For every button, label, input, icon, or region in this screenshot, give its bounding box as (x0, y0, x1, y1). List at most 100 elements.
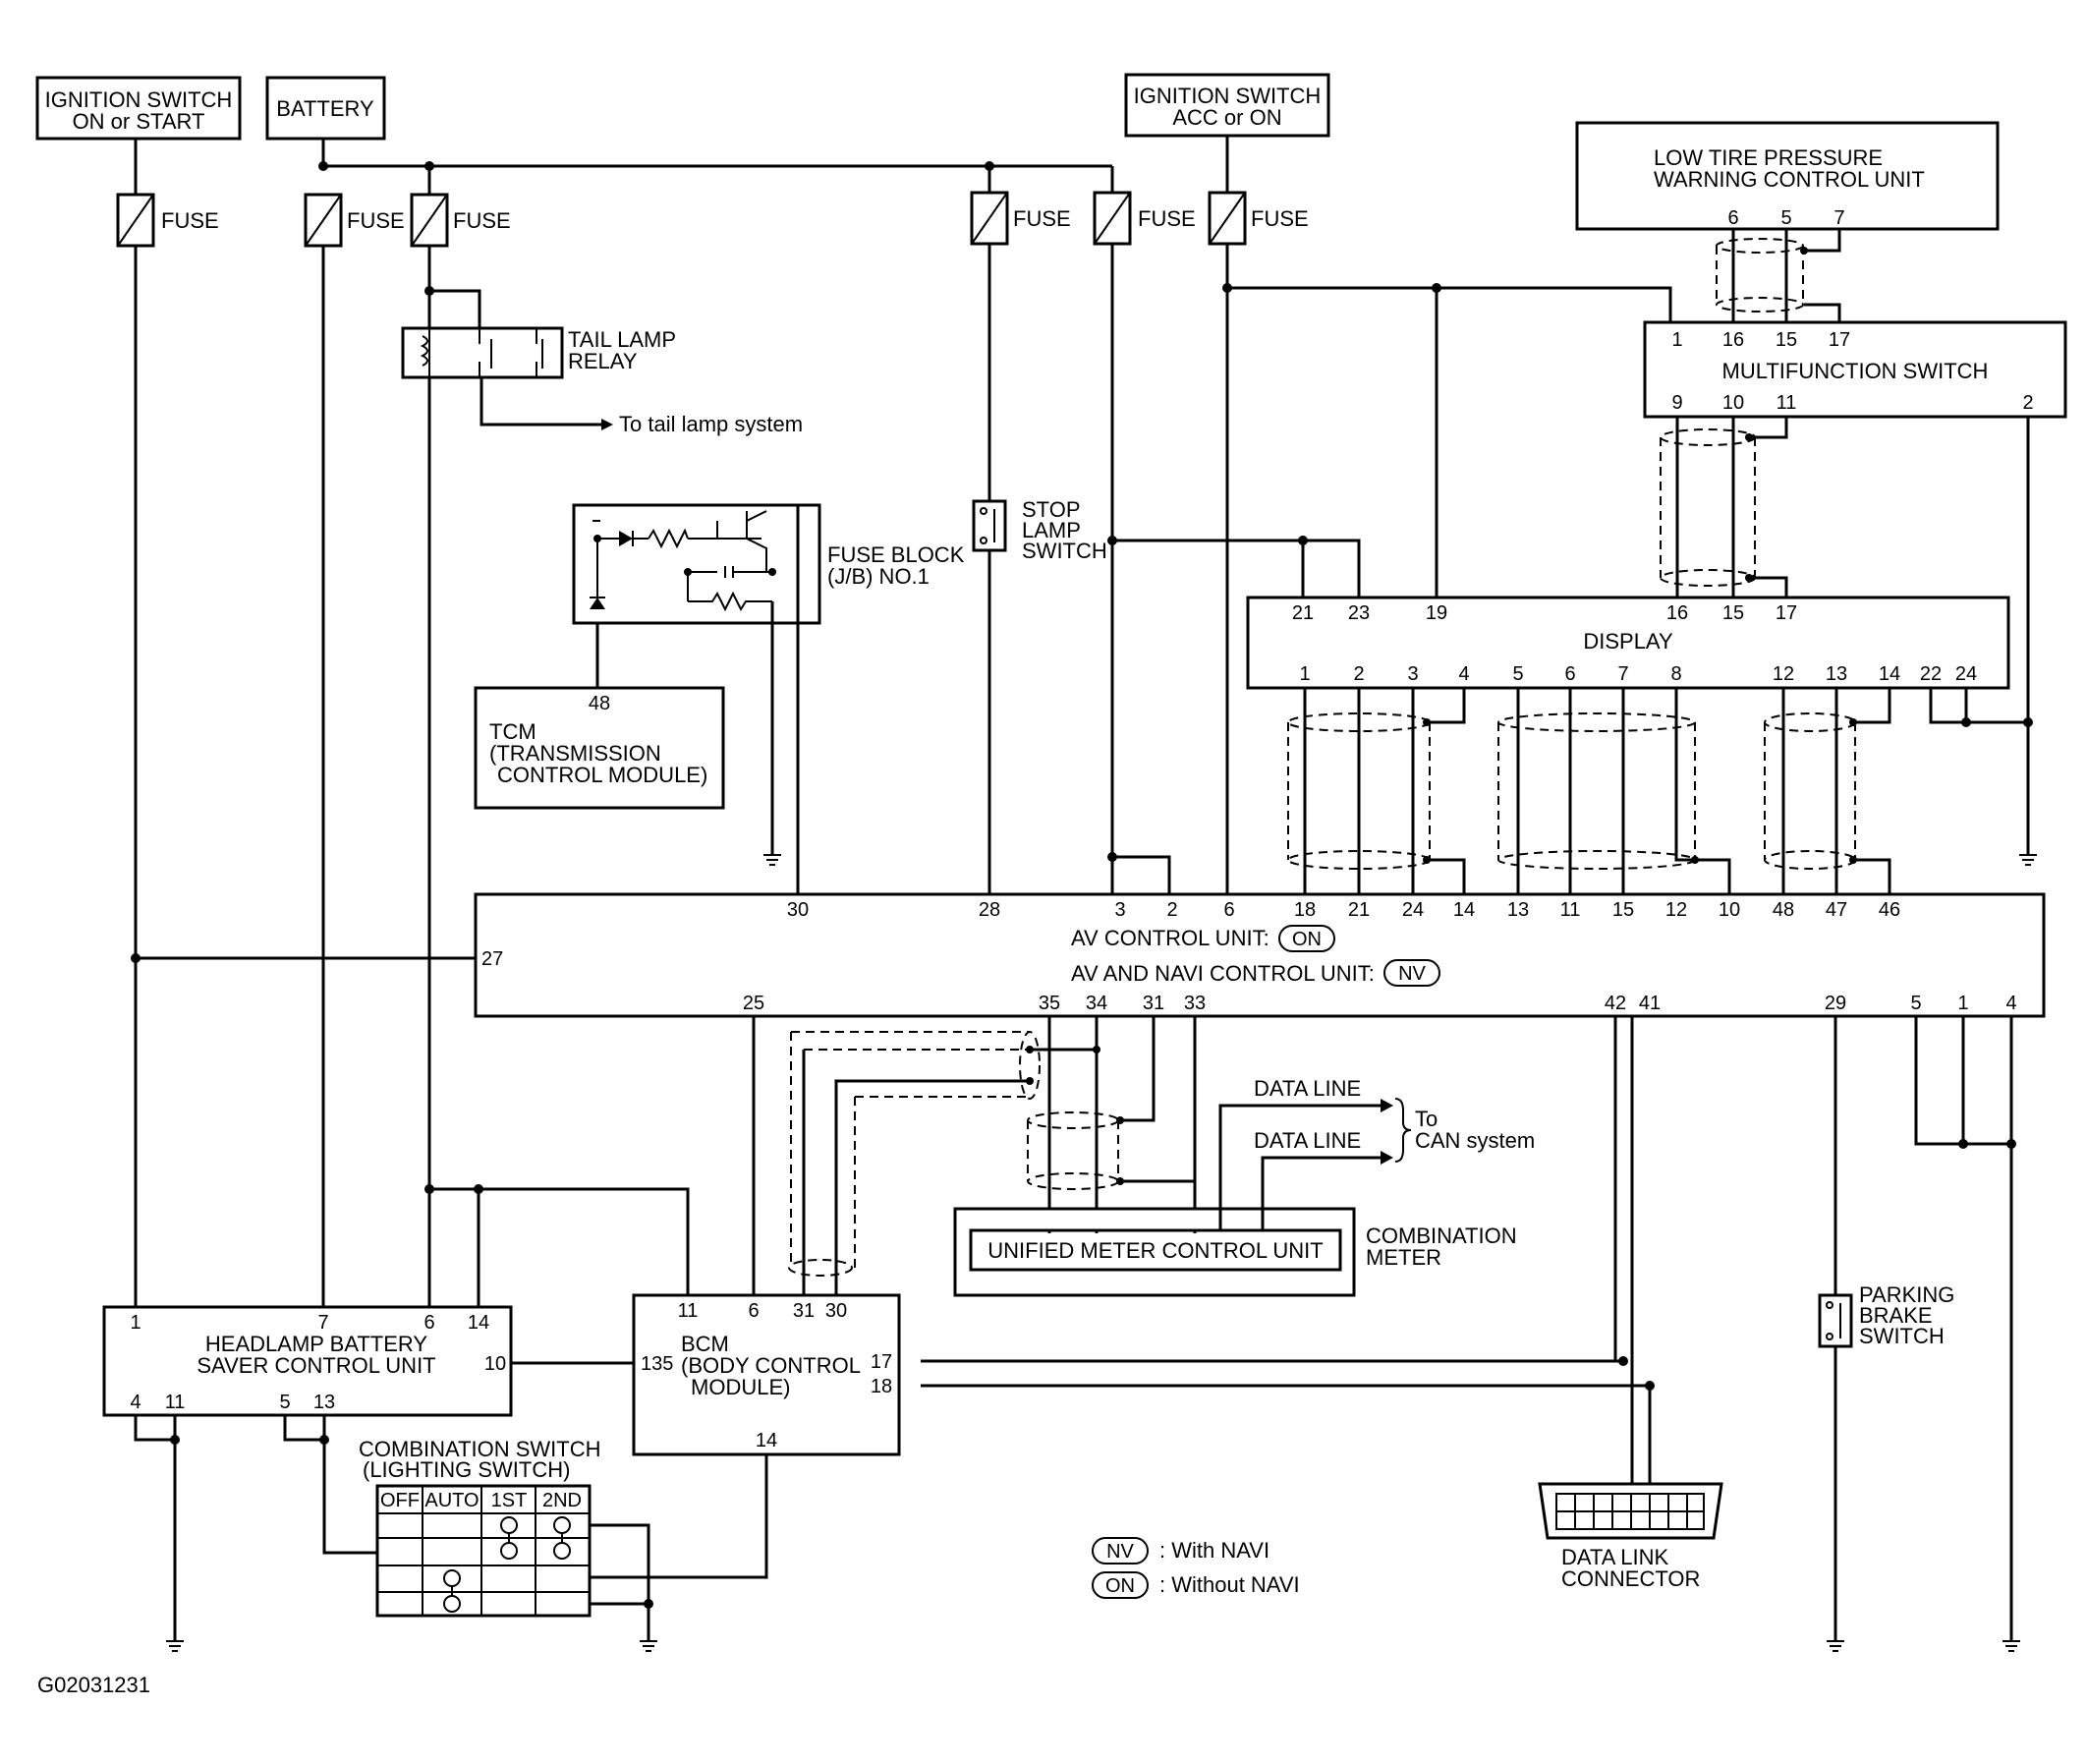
svg-text:ON or START: ON or START (73, 109, 205, 134)
svg-text:6: 6 (1727, 207, 1738, 229)
svg-text:12: 12 (1773, 663, 1794, 685)
svg-text:33: 33 (1184, 993, 1206, 1014)
svg-text:1: 1 (1957, 993, 1968, 1014)
tail-lamp-relay: TAIL LAMP RELAY (401, 326, 676, 379)
svg-text:6: 6 (748, 1300, 759, 1322)
svg-text:13: 13 (313, 1392, 335, 1413)
svg-text:11: 11 (165, 1392, 186, 1413)
svg-text:6: 6 (1564, 663, 1575, 685)
svg-text:WARNING CONTROL UNIT: WARNING CONTROL UNIT (1654, 167, 1925, 192)
svg-text:16: 16 (1666, 602, 1688, 624)
svg-text:10: 10 (484, 1353, 506, 1375)
data-line-label-1: DATA LINE (1254, 1076, 1361, 1101)
low-tire-pressure-unit: LOW TIRE PRESSURE WARNING CONTROL UNIT 6… (1575, 121, 2000, 231)
svg-text:48: 48 (589, 693, 610, 714)
svg-text:NV: NV (1106, 1541, 1134, 1563)
svg-text:29: 29 (1825, 993, 1846, 1014)
tcm: 48 TCM (TRANSMISSION CONTROL MODULE) (474, 686, 725, 810)
svg-text:22: 22 (1920, 663, 1942, 685)
svg-text:STOP: STOP (1022, 497, 1081, 522)
svg-text:LOW TIRE PRESSURE: LOW TIRE PRESSURE (1654, 145, 1883, 170)
svg-text:2: 2 (2022, 392, 2033, 414)
svg-text:35: 35 (1039, 993, 1060, 1014)
svg-text:BRAKE: BRAKE (1859, 1303, 1933, 1328)
svg-text:5: 5 (1780, 207, 1791, 229)
svg-text:COMBINATION SWITCH: COMBINATION SWITCH (359, 1437, 600, 1461)
svg-text:12: 12 (1665, 899, 1687, 921)
svg-text:FUSE: FUSE (453, 208, 511, 233)
svg-text:LAMP: LAMP (1022, 518, 1081, 542)
fuse-ign: FUSE (116, 193, 219, 248)
svg-text:PARKING: PARKING (1859, 1282, 1954, 1307)
svg-text:11: 11 (678, 1300, 699, 1322)
svg-text:18: 18 (1294, 899, 1316, 921)
svg-text:28: 28 (979, 899, 1000, 921)
legend: NV : With NAVI ON : Without NAVI (1092, 1537, 1300, 1599)
svg-text:(LIGHTING SWITCH): (LIGHTING SWITCH) (363, 1457, 570, 1482)
svg-text:17: 17 (1776, 602, 1797, 624)
svg-text:TCM: TCM (489, 719, 536, 744)
svg-text:AV CONTROL UNIT:: AV CONTROL UNIT: (1071, 926, 1269, 950)
svg-text:1ST: 1ST (491, 1490, 528, 1511)
svg-text:13: 13 (1507, 899, 1529, 921)
svg-text:FUSE: FUSE (1013, 206, 1071, 231)
svg-text:27: 27 (481, 948, 503, 970)
svg-text:3: 3 (1407, 663, 1418, 685)
svg-text:2: 2 (1353, 663, 1364, 685)
figure-id: G02031231 (37, 1673, 150, 1697)
svg-text:21: 21 (1292, 602, 1314, 624)
svg-text:MULTIFUNCTION SWITCH: MULTIFUNCTION SWITCH (1722, 359, 1989, 383)
svg-text:47: 47 (1826, 899, 1847, 921)
svg-text:MODULE): MODULE) (691, 1375, 790, 1399)
svg-text:FUSE: FUSE (347, 208, 405, 233)
to-tail-lamp-text: To tail lamp system (619, 412, 803, 436)
svg-text:24: 24 (1955, 663, 1977, 685)
svg-text:18: 18 (871, 1376, 892, 1397)
svg-text:31: 31 (793, 1300, 815, 1322)
svg-text:14: 14 (468, 1312, 489, 1334)
svg-text:7: 7 (1617, 663, 1628, 685)
svg-text:2: 2 (1166, 899, 1177, 921)
svg-text:23: 23 (1348, 602, 1370, 624)
svg-text:METER: METER (1366, 1245, 1441, 1270)
fuse-block: FUSE BLOCK (J/B) NO.1 (572, 503, 965, 625)
svg-text:14: 14 (1879, 663, 1900, 685)
svg-text:DISPLAY: DISPLAY (1583, 629, 1673, 654)
multifunction-switch: 1 16 15 17 MULTIFUNCTION SWITCH 9 10 11 … (1643, 320, 2067, 419)
svg-text:17: 17 (1829, 329, 1850, 351)
svg-text:FUSE BLOCK: FUSE BLOCK (827, 542, 965, 567)
svg-text:15: 15 (1776, 329, 1797, 351)
svg-text:SWITCH: SWITCH (1859, 1324, 1945, 1348)
svg-text:42: 42 (1605, 993, 1626, 1014)
fuse-batt-1: FUSE (304, 193, 405, 248)
svg-text:NV: NV (1398, 963, 1426, 985)
svg-text:CONNECTOR: CONNECTOR (1561, 1566, 1700, 1591)
svg-text:FUSE: FUSE (1138, 206, 1196, 231)
svg-text:6: 6 (1223, 899, 1234, 921)
svg-text:TAIL LAMP: TAIL LAMP (568, 327, 676, 352)
fuse-acc: FUSE (1208, 191, 1309, 246)
svg-text:8: 8 (1670, 663, 1681, 685)
svg-text:1: 1 (130, 1312, 141, 1334)
svg-text:UNIFIED METER CONTROL UNIT: UNIFIED METER CONTROL UNIT (987, 1238, 1323, 1263)
svg-text:7: 7 (1833, 207, 1844, 229)
svg-text:IGNITION SWITCH: IGNITION SWITCH (1134, 84, 1322, 108)
battery-box: BATTERY (265, 76, 386, 141)
svg-text:ON: ON (1105, 1575, 1135, 1597)
svg-text:3: 3 (1114, 899, 1125, 921)
svg-text:30: 30 (825, 1300, 847, 1322)
svg-text:4: 4 (2005, 993, 2016, 1014)
svg-text:SWITCH: SWITCH (1022, 539, 1107, 563)
svg-text:DATA LINK: DATA LINK (1561, 1545, 1669, 1569)
svg-text:17: 17 (871, 1351, 892, 1373)
data-link-connector: DATA LINK CONNECTOR (1538, 1482, 1723, 1591)
svg-text:ACC or ON: ACC or ON (1172, 105, 1281, 130)
svg-text:11: 11 (1560, 899, 1581, 921)
can-to-label: To (1415, 1107, 1438, 1131)
svg-text:10: 10 (1719, 899, 1740, 921)
display-unit: 21 23 19 16 15 17 DISPLAY 1 2 3 4 5 6 7 … (1246, 596, 2010, 690)
svg-text:31: 31 (1143, 993, 1164, 1014)
svg-text:AV AND NAVI CONTROL UNIT:: AV AND NAVI CONTROL UNIT: (1071, 961, 1375, 986)
svg-text:: Without NAVI: : Without NAVI (1159, 1572, 1300, 1597)
svg-text:24: 24 (1402, 899, 1424, 921)
